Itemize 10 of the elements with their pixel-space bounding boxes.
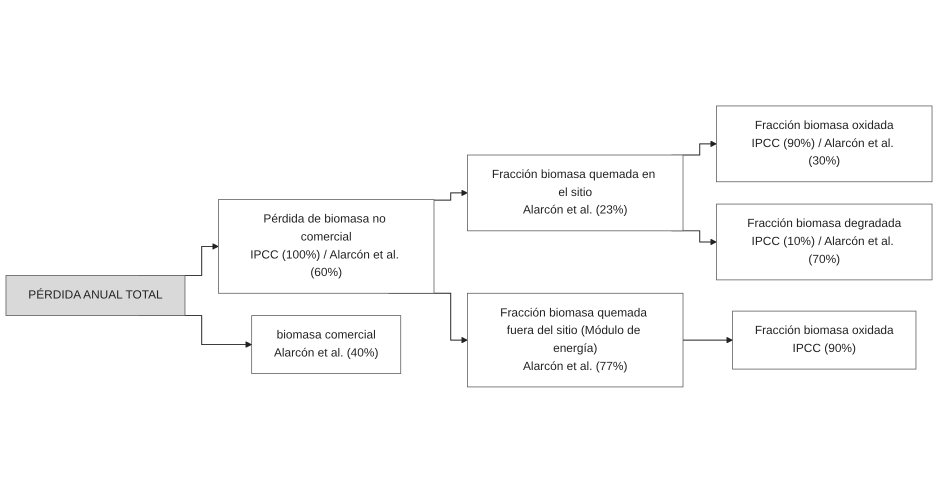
node-box: Fracción biomasa oxidada IPCC (90%) / Alarcón et al. (30%) (716, 106, 932, 182)
node-box: Fracción biomasa quemada en el sitio Alarcón et al. (23%) (467, 154, 684, 232)
arrow (434, 190, 468, 201)
node-box: Fracción biomasa quemada fuera del sitio (Módulo de energía) Alarcón et al. (77%) (467, 292, 684, 388)
node-box: Fracción biomasa degradada IPCC (10%) / Alarcón et al. (70%) (716, 204, 932, 280)
node-box: biomasa comercial Alarcón et al. (40%) (251, 315, 402, 374)
node-box: Fracción biomasa oxidada IPCC (90%) (732, 310, 916, 370)
node-box: PÉRDIDA ANUAL TOTAL (6, 275, 186, 316)
node-box: Pérdida de biomasa no comercial IPCC (100%) / Alarcón et al. (60%) (218, 199, 434, 294)
arrow (682, 336, 733, 344)
